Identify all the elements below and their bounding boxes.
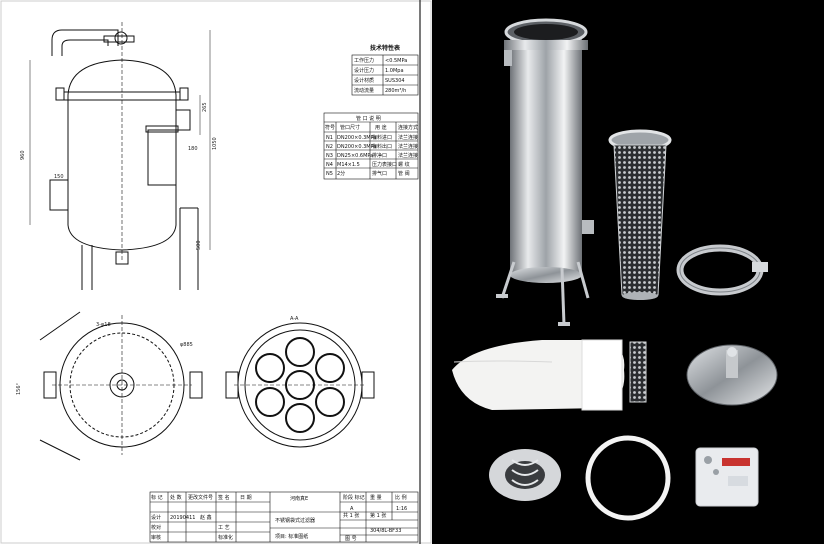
photo-canvas [452, 18, 778, 521]
drawing-canvas: 960 1050 265 180 150 500 3-φ18 φ885 156° [0, 0, 432, 544]
dim-500: 500 [196, 240, 202, 250]
nozzle-row4-c3: 压力表接口 [372, 161, 397, 168]
spec-value-4: 280m³/h [385, 88, 406, 94]
dim-1050: 1050 [212, 137, 218, 150]
spring-seat [489, 449, 561, 501]
front-view [29, 22, 211, 290]
tb-label-4: 签 名 [218, 494, 230, 501]
nozzle-row5-c3: 排气口 [372, 170, 387, 177]
dim-bolts: 3-φ18 [96, 322, 111, 328]
dim-960: 960 [20, 150, 26, 160]
nozzle-header-1: 符号 [325, 124, 335, 131]
nozzle-table-title: 管 口 说 明 [356, 115, 381, 122]
tb-row-check: 校对 [151, 524, 161, 531]
tb-stage-value: A [350, 506, 354, 512]
tb-standard: 标准化 [218, 534, 233, 541]
accessory-bag [695, 447, 759, 507]
nozzle-table [323, 112, 419, 180]
spec-value-3: SUS304 [385, 78, 405, 84]
tb-stage-header: 阶段 标记 [343, 494, 365, 501]
tb-sheets: 共 1 张 [343, 512, 359, 519]
nozzle-row4-c2: M14×1.5 [337, 162, 360, 168]
tb-designer: 赵 鑫 [200, 514, 212, 521]
nozzle-row5-c1: N5 [326, 171, 333, 177]
nozzle-header-2: 管口尺寸 [340, 124, 360, 131]
perforated-tube [629, 341, 647, 403]
tb-row-design: 设计 [151, 514, 161, 521]
dim-180: 180 [188, 146, 198, 152]
nozzle-row2-c3: 物料出口 [372, 143, 392, 150]
nozzle-row4-c4: 螺 纹 [398, 161, 410, 168]
tb-project: 项目: 标准图纸 [275, 533, 308, 540]
tb-label-3: 更改文件号 [188, 494, 213, 501]
cover-plate [686, 344, 778, 406]
tb-label-5: 日 期 [240, 495, 252, 501]
tb-process: 工 艺 [218, 525, 230, 531]
tech-spec-title: 技术特性表 [370, 44, 401, 52]
nozzle-row3-c1: N3 [326, 153, 333, 159]
spec-value-2: 1.0Mpa [385, 68, 404, 74]
nozzle-header-3: 用 途 [375, 124, 387, 131]
title-block [149, 491, 419, 543]
tb-row-review: 审核 [151, 534, 161, 541]
nozzle-row3-c2: DN25×0.6MPa [337, 153, 373, 159]
spec-value-1: <0.5MPa [385, 58, 407, 64]
nozzle-row2-c4: 法兰连接 [398, 143, 418, 150]
filter-basket [608, 129, 672, 300]
dim-diameter: φ885 [180, 342, 193, 348]
tb-label-2: 处 数 [170, 494, 182, 501]
dim-150: 150 [54, 174, 64, 180]
tb-drawing-no: 图 号 [345, 536, 357, 542]
nozzle-row1-c1: N1 [326, 135, 333, 141]
clamp-ring [676, 244, 768, 296]
tb-scale: 1:16 [396, 506, 407, 512]
spec-label-4: 流动流量 [354, 87, 374, 94]
plan-view [39, 311, 203, 461]
dim-angle: 156° [16, 382, 22, 395]
section-label: A-A [290, 316, 299, 322]
nozzle-row1-c2: DN200×0.3MPa [337, 135, 376, 141]
tb-scale-header: 比 例 [395, 494, 407, 501]
product-photo [432, 0, 824, 544]
nozzle-row1-c4: 法兰连接 [398, 134, 418, 141]
nozzle-row2-c2: DN200×0.3MPa [337, 144, 376, 150]
tb-weight-header: 重 量 [370, 494, 382, 501]
tb-product: 不锈钢袋式过滤器 [275, 517, 315, 524]
nozzle-row5-c4: 管 阀 [398, 170, 410, 177]
filter-bag [452, 339, 625, 411]
spec-label-2: 设计压力 [354, 67, 374, 74]
nozzle-row4-c1: N4 [326, 162, 333, 168]
nozzle-row3-c3: 排净口 [372, 152, 387, 159]
nozzle-row1-c3: 物料进口 [372, 134, 392, 141]
filter-housing [496, 18, 594, 326]
nozzle-row5-c2: 2分 [337, 170, 345, 177]
tb-label-1: 标 记 [151, 494, 163, 501]
gasket-ring [585, 435, 671, 521]
tb-material-code: 304/8L-BF33 [370, 528, 401, 534]
tb-company: 河南真E [290, 495, 308, 502]
dim-265: 265 [202, 102, 208, 112]
nozzle-row3-c4: 法兰连接 [398, 152, 418, 159]
engineering-drawing: 960 1050 265 180 150 500 3-φ18 φ885 156° [0, 0, 432, 544]
nozzle-row2-c1: N2 [326, 144, 333, 150]
spec-label-1: 工作压力 [354, 57, 374, 64]
spec-label-3: 设计材质 [354, 77, 374, 84]
nozzle-header-4: 连接方式 [398, 124, 418, 131]
tech-spec-table [351, 54, 419, 96]
tb-date: 20190411 [170, 515, 195, 521]
section-view [225, 322, 375, 448]
tb-sheet: 第 1 张 [370, 512, 386, 519]
